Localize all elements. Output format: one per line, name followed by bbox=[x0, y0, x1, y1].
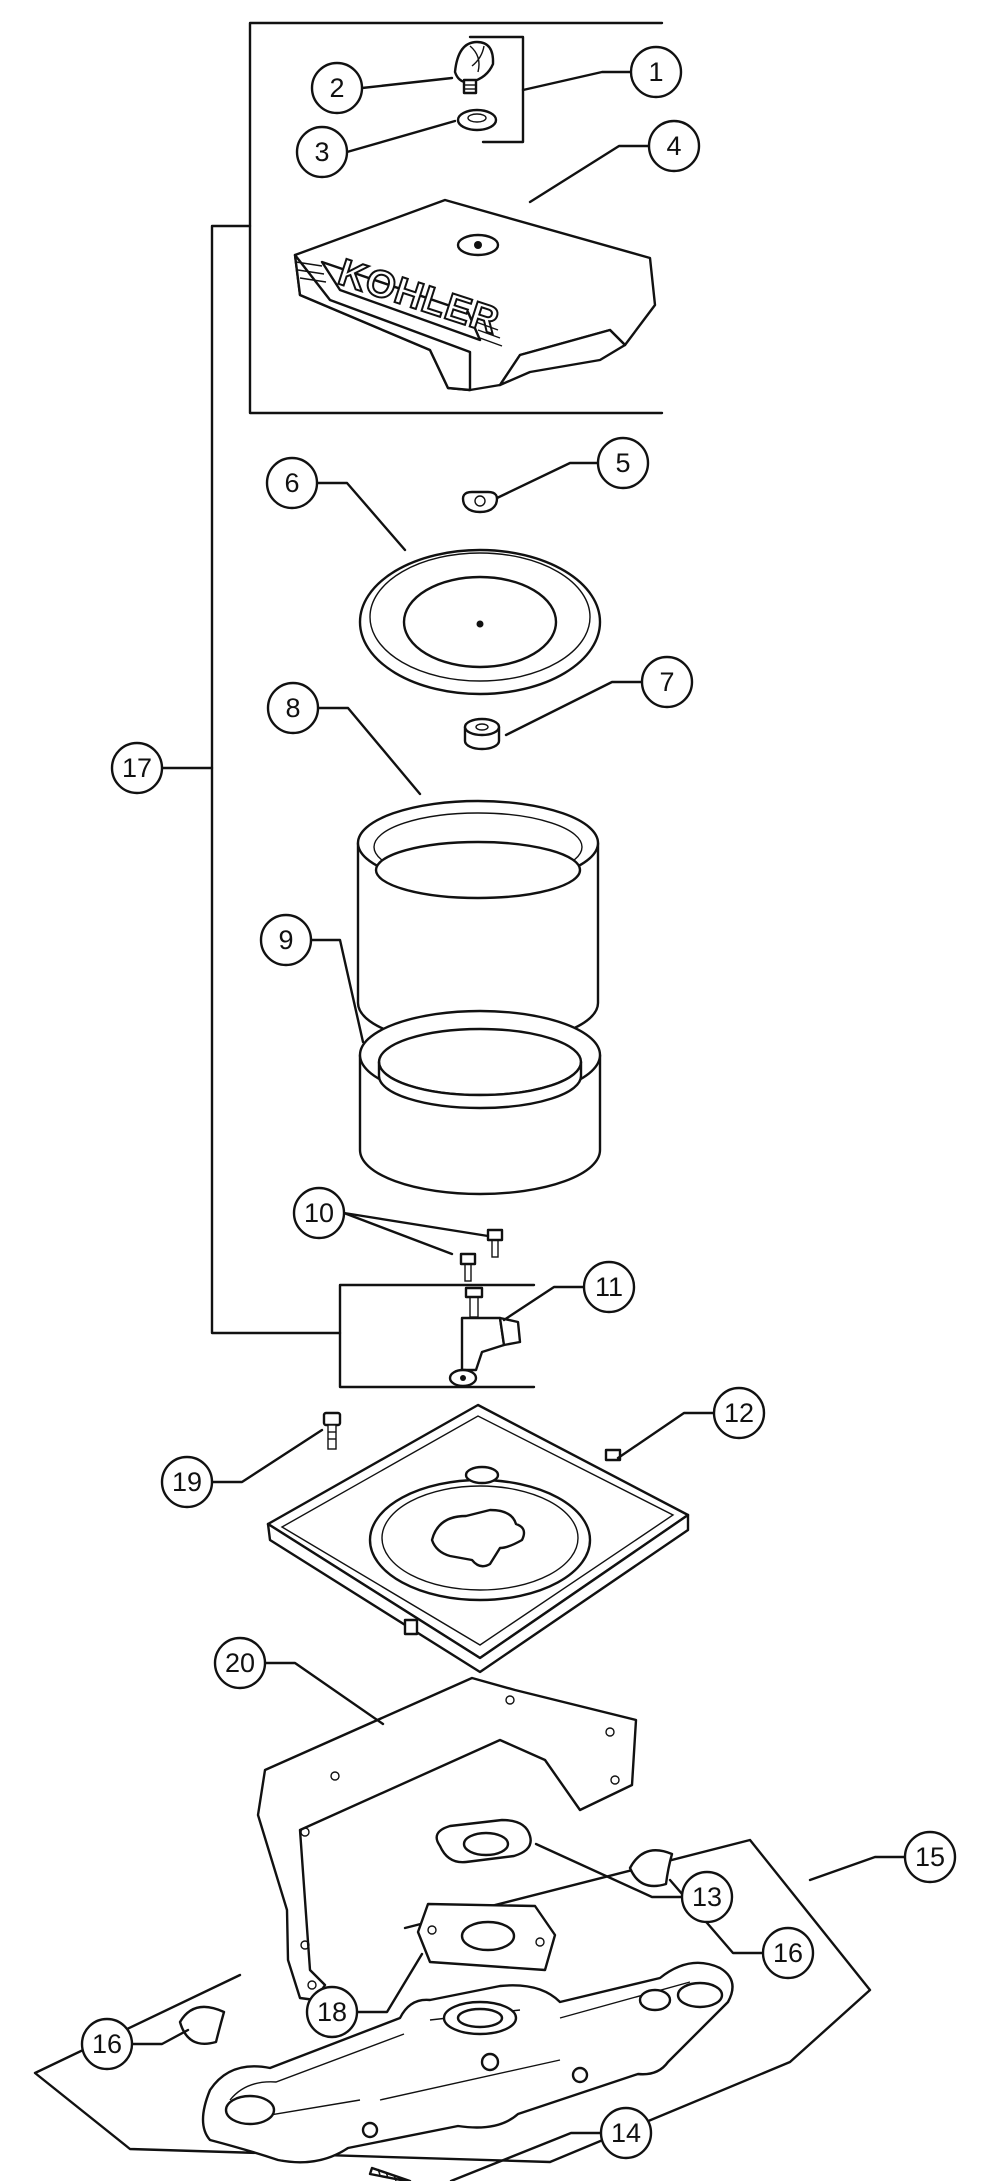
svg-text:18: 18 bbox=[317, 1997, 347, 2027]
bracket-assembly-15 bbox=[33, 1838, 872, 2164]
callout-7: 7 bbox=[640, 655, 694, 709]
part-plug-16b bbox=[178, 2005, 226, 2045]
svg-text:6: 6 bbox=[284, 468, 299, 498]
svg-text:16: 16 bbox=[773, 1938, 803, 1968]
part-plate-6 bbox=[358, 548, 602, 696]
callout-14: 14 bbox=[599, 2106, 653, 2160]
part-bracket-11 bbox=[448, 1286, 522, 1388]
part-knob-2 bbox=[453, 40, 495, 95]
svg-text:11: 11 bbox=[595, 1272, 623, 1302]
callout-6: 6 bbox=[265, 456, 319, 510]
svg-text:12: 12 bbox=[724, 1398, 754, 1428]
callout-20: 20 bbox=[213, 1636, 267, 1690]
part-gasket-13 bbox=[435, 1818, 532, 1864]
callout-5: 5 bbox=[596, 436, 650, 490]
callout-18: 18 bbox=[305, 1985, 359, 2039]
brand-logo-text: KOHLER bbox=[333, 252, 504, 343]
part-washer-3 bbox=[456, 108, 498, 132]
svg-text:7: 7 bbox=[659, 667, 674, 697]
callout-15: 15 bbox=[903, 1830, 957, 1884]
callout-1: 1 bbox=[629, 45, 683, 99]
svg-text:3: 3 bbox=[314, 137, 329, 167]
callout-19: 19 bbox=[160, 1455, 214, 1509]
part-manifold-15 bbox=[201, 1961, 734, 2164]
part-element-9 bbox=[358, 1009, 602, 1196]
part-screws-10 bbox=[459, 1228, 504, 1282]
part-plate-20 bbox=[256, 1676, 638, 2002]
callout-16a: 16 bbox=[761, 1926, 815, 1980]
callout-9: 9 bbox=[259, 913, 313, 967]
part-gasket-18 bbox=[416, 1902, 557, 1972]
callout-13: 13 bbox=[680, 1870, 734, 1924]
part-cover-4: KOHLER bbox=[293, 198, 657, 392]
svg-text:5: 5 bbox=[615, 448, 630, 478]
svg-text:15: 15 bbox=[915, 1842, 945, 1872]
bracket-assembly-17 bbox=[160, 21, 664, 1389]
svg-text:8: 8 bbox=[285, 693, 300, 723]
callout-3: 3 bbox=[295, 125, 349, 179]
svg-text:16: 16 bbox=[92, 2029, 122, 2059]
svg-text:19: 19 bbox=[172, 1467, 202, 1497]
callout-17: 17 bbox=[110, 741, 164, 795]
part-plug-16a bbox=[628, 1849, 674, 1888]
svg-text:20: 20 bbox=[225, 1648, 255, 1678]
part-screw-19 bbox=[322, 1411, 342, 1450]
part-wingnut-5 bbox=[461, 490, 499, 514]
part-precleaner-8 bbox=[356, 799, 600, 1047]
callouts: 1 2 3 4 5 6 7 8 9 10 11 12 13 14 15 16 1… bbox=[80, 45, 957, 2160]
svg-text:4: 4 bbox=[666, 131, 681, 161]
svg-text:14: 14 bbox=[611, 2118, 641, 2148]
leader-lines bbox=[130, 70, 907, 2181]
callout-16b: 16 bbox=[80, 2017, 134, 2071]
svg-text:17: 17 bbox=[122, 753, 152, 783]
part-stud-14 bbox=[368, 2166, 412, 2181]
svg-text:2: 2 bbox=[329, 73, 344, 103]
svg-text:1: 1 bbox=[648, 57, 663, 87]
part-spacer-7 bbox=[463, 717, 501, 751]
callout-12: 12 bbox=[712, 1386, 766, 1440]
svg-text:9: 9 bbox=[278, 925, 293, 955]
callout-8: 8 bbox=[266, 681, 320, 735]
callout-11: 11 bbox=[582, 1260, 636, 1314]
callout-2: 2 bbox=[310, 61, 364, 115]
callout-4: 4 bbox=[647, 119, 701, 173]
callout-10: 10 bbox=[292, 1186, 346, 1240]
svg-text:13: 13 bbox=[692, 1882, 722, 1912]
part-base-12 bbox=[266, 1403, 690, 1674]
svg-text:10: 10 bbox=[304, 1198, 334, 1228]
